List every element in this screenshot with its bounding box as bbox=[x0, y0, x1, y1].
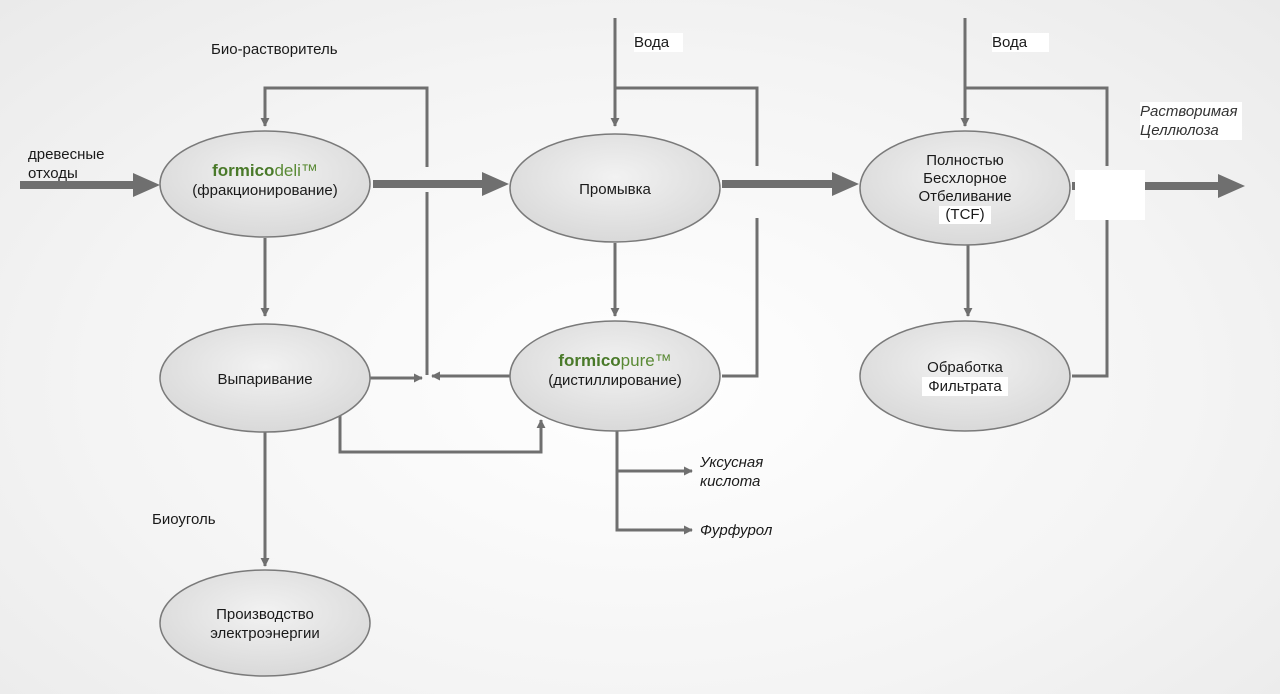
power-text: Производство электроэнергии bbox=[165, 605, 365, 643]
node-filtrate bbox=[859, 320, 1071, 432]
filtrate-text: Обработка Фильтрата bbox=[865, 358, 1065, 396]
node-tcf bbox=[859, 130, 1071, 246]
deli-to-washing-arrowhead bbox=[482, 172, 509, 196]
bio-solvent-recycle-line bbox=[260, 86, 429, 167]
node-washing bbox=[509, 133, 721, 243]
acetic-acid-label: Уксусная кислота bbox=[700, 453, 763, 491]
washing-recycle-line bbox=[722, 218, 759, 378]
node-formicopure bbox=[509, 320, 721, 432]
biochar-label: Биоуголь bbox=[152, 511, 216, 528]
tcf-line1: Полностью bbox=[926, 152, 1004, 169]
bio-solvent-label: Био-растворитель bbox=[211, 41, 338, 58]
tcf-text: Полностью Бесхлорное Отбеливание (TCF) bbox=[865, 152, 1065, 224]
water-branch-2 bbox=[965, 86, 1109, 166]
cellulose-line1: Растворимая bbox=[1140, 103, 1238, 120]
formicopure-brand-bold: formico bbox=[558, 351, 621, 370]
water-label-1: Вода bbox=[634, 33, 684, 52]
formicopure-brand: formicopure™ bbox=[515, 350, 715, 371]
filtrate-line2: Фильтрата bbox=[922, 377, 1008, 396]
water-label-2: Вода bbox=[992, 33, 1050, 52]
formicopure-subtitle: (дистиллирование) bbox=[548, 372, 682, 389]
washing-to-tcf-arrowhead bbox=[832, 172, 859, 196]
node-evaporation bbox=[159, 323, 371, 433]
formicodeli-subtitle: (фракционирование) bbox=[192, 182, 338, 199]
filtrate-recycle-line bbox=[1072, 218, 1109, 378]
node-formicodeli bbox=[159, 130, 371, 238]
formicodeli-brand-light: deli™ bbox=[274, 161, 318, 180]
formicodeli-text: formicodeli™ (фракционирование) bbox=[165, 160, 365, 200]
acetic-acid-line2: кислота bbox=[700, 473, 761, 490]
cellulose-line2: Целлюлоза bbox=[1140, 122, 1219, 139]
power-line2: электроэнергии bbox=[210, 625, 320, 642]
evaporation-text: Выпаривание bbox=[217, 371, 313, 388]
acetic-acid-line1: Уксусная bbox=[700, 454, 764, 471]
formicopure-text: formicopure™ (дистиллирование) bbox=[515, 350, 715, 390]
wood-waste-label: древесные отходы bbox=[28, 145, 105, 183]
tcf-line2: Бесхлорное bbox=[923, 170, 1007, 187]
wood-waste-line2: отходы bbox=[28, 165, 78, 182]
washing-text: Промывка bbox=[579, 181, 651, 198]
filtrate-line1: Обработка bbox=[927, 359, 1003, 376]
furfural-output-line bbox=[615, 471, 693, 535]
furfural-label: Фурфурол bbox=[700, 522, 773, 539]
cellulose-arrowhead bbox=[1218, 174, 1245, 198]
cellulose-label: Растворимая Целлюлоза bbox=[1140, 102, 1242, 140]
cellulose-label-patch bbox=[1075, 170, 1145, 220]
wood-waste-arrowhead bbox=[133, 173, 160, 197]
tcf-line3: Отбеливание bbox=[918, 188, 1012, 205]
acetic-acid-output-line bbox=[615, 430, 693, 476]
formicodeli-brand: formicodeli™ bbox=[165, 160, 365, 181]
node-power bbox=[159, 569, 371, 677]
power-line1: Производство bbox=[216, 606, 314, 623]
formicopure-brand-light: pure™ bbox=[620, 351, 672, 370]
formicodeli-brand-bold: formico bbox=[212, 161, 275, 180]
water-branch-1 bbox=[615, 86, 759, 166]
tcf-line4: (TCF) bbox=[939, 206, 991, 224]
evaporation-to-pure-line bbox=[338, 412, 546, 454]
wood-waste-line1: древесные bbox=[28, 146, 105, 163]
